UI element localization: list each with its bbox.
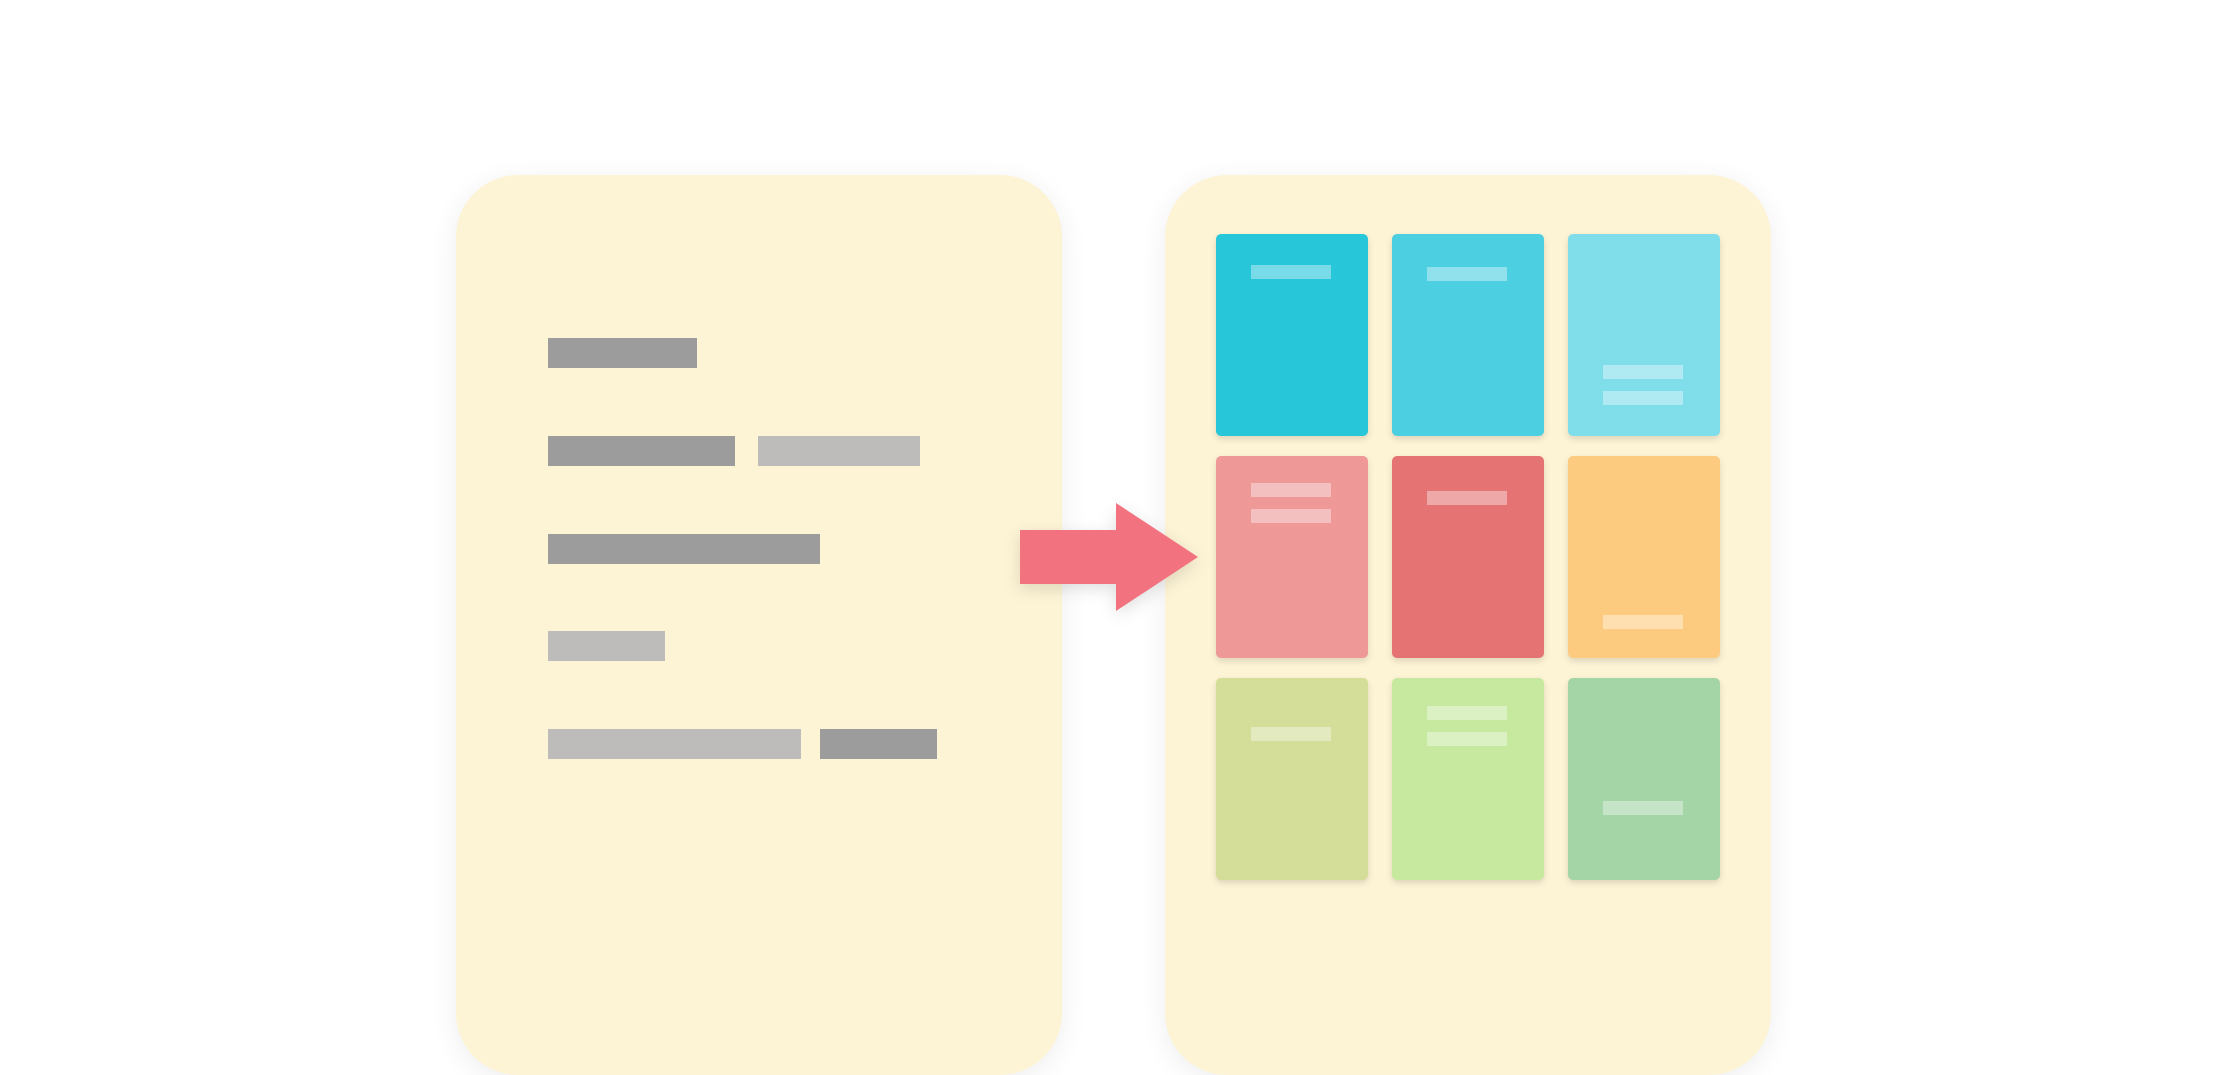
card [1392,234,1544,436]
card [1216,678,1368,880]
card-line [1251,727,1331,741]
card-line [1603,615,1683,629]
card-line [1603,391,1683,405]
card [1568,678,1720,880]
card-line [1603,365,1683,379]
card-line [1603,801,1683,815]
source-list-panel [456,175,1062,1075]
card [1392,678,1544,880]
list-bar [548,338,697,368]
list-bar [820,729,937,759]
list-bar [548,729,801,759]
list-bar [758,436,920,466]
card [1216,234,1368,436]
card-line [1427,491,1507,505]
card [1216,456,1368,658]
card [1392,456,1544,658]
card-line [1251,265,1331,279]
list-bar [548,436,735,466]
card-line [1251,509,1331,523]
card [1568,234,1720,436]
arrow-right-icon [1020,503,1198,611]
list-bar [548,631,665,661]
list-bar [548,534,820,564]
card-line [1427,732,1507,746]
card-line [1427,706,1507,720]
card [1568,456,1720,658]
card-line [1251,483,1331,497]
card-line [1427,267,1507,281]
card-grid-panel [1165,175,1771,1075]
